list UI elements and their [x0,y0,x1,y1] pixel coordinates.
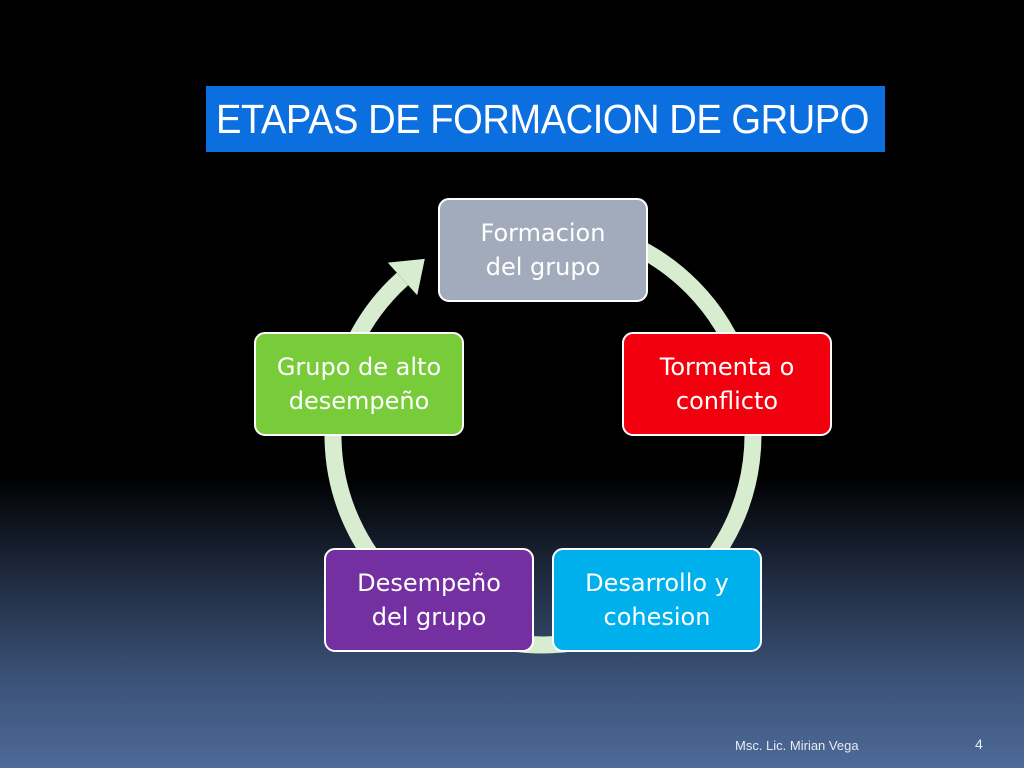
stage-node-formacion: Formacion del grupo [438,198,648,302]
stage-label-formacion: Formacion del grupo [480,219,606,281]
cycle-arrowhead-icon [387,258,425,296]
page-number: 4 [975,736,983,752]
footer-author: Msc. Lic. Mirian Vega [735,738,859,753]
stage-label-alto: Grupo de alto desempeño [276,353,442,415]
stage-label-tormenta: Tormenta o conflicto [659,353,795,415]
slide-title: ETAPAS DE FORMACION DE GRUPO [216,95,869,142]
stage-label-desempeno: Desempeño del grupo [357,569,501,631]
stage-node-tormenta: Tormenta o conflicto [622,332,832,436]
stage-node-alto: Grupo de alto desempeño [254,332,464,436]
title-banner: ETAPAS DE FORMACION DE GRUPO [206,86,885,152]
stage-node-desarrollo: Desarrollo y cohesion [552,548,762,652]
stage-label-desarrollo: Desarrollo y cohesion [585,569,729,631]
stage-node-desempeno: Desempeño del grupo [324,548,534,652]
